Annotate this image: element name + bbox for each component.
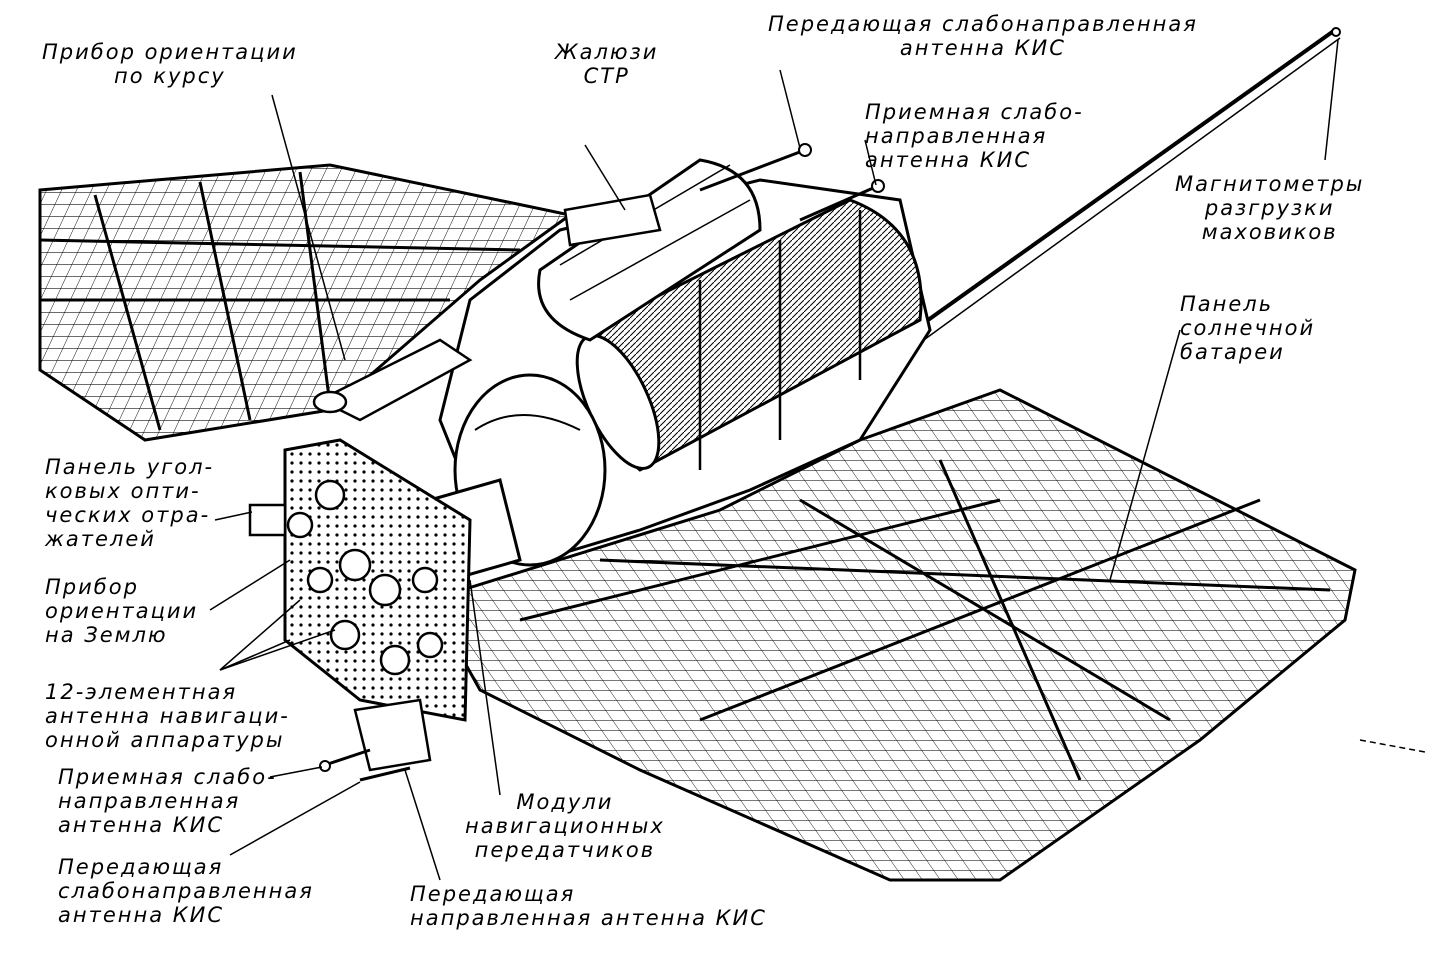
front-panel: [248, 438, 472, 782]
label-line: Панель: [1180, 292, 1274, 316]
label-line: Прибор ориентации: [42, 40, 298, 64]
label-line: антенна КИС: [899, 36, 1066, 60]
label-line: Передающая: [410, 882, 576, 906]
label-magnetometers: Магнитометры разгрузки маховиков: [1175, 172, 1364, 244]
right-solar-panel: [427, 388, 1357, 882]
label-line: маховиков: [1201, 220, 1338, 244]
left-solar-panel: [38, 163, 574, 442]
label-line: направленная: [865, 124, 1048, 148]
label-line: Прибор: [45, 575, 139, 599]
label-line: антенна навигаци-: [45, 704, 290, 728]
label-line: на Землю: [45, 623, 168, 647]
label-line: слабонаправленная: [58, 879, 314, 903]
magnetometer-boom: [898, 27, 1341, 351]
label-line: 12-элементная: [45, 680, 238, 704]
label-line: Приемная слабо-: [58, 765, 277, 789]
label-line: Приемная слабо-: [865, 100, 1084, 124]
label-nav-antenna: 12-элементная антенна навигаци- онной ап…: [45, 680, 290, 752]
label-line: Передающая: [58, 855, 224, 879]
label-line: антенна КИС: [865, 148, 1032, 172]
label-nav-transmitters: Модули навигационных передатчиков: [465, 790, 665, 862]
satellite-body: [312, 143, 932, 582]
label-line: антенна КИС: [58, 813, 225, 837]
label-corner-reflectors: Панель угол- ковых опти- ческих отра- жа…: [45, 455, 214, 551]
label-line: солнечной: [1180, 316, 1316, 340]
label-heading-sensor: Прибор ориентации по курсу: [42, 40, 298, 88]
label-solar-panel: Панель солнечной батареи: [1180, 292, 1315, 364]
label-line: Жалюзи: [555, 40, 659, 64]
label-line: ческих отра-: [45, 503, 211, 527]
label-line: Магнитометры: [1175, 172, 1365, 196]
label-line: онной аппаратуры: [45, 728, 285, 752]
label-line: Панель угол-: [45, 455, 215, 479]
label-tx-low-gain-antenna-top: Передающая слабонаправленная антенна КИС: [768, 12, 1198, 60]
label-rx-low-gain-antenna-bottom: Приемная слабо- направленная антенна КИС: [58, 765, 277, 837]
label-line: по курсу: [114, 64, 226, 88]
label-line: ориентации: [45, 599, 199, 623]
label-line: Модули: [516, 790, 614, 814]
label-line: жателей: [45, 527, 156, 551]
label-line: навигационных: [465, 814, 665, 838]
label-line: батареи: [1180, 340, 1285, 364]
label-earth-sensor: Прибор ориентации на Землю: [45, 575, 198, 647]
leader-lines: [209, 39, 1426, 881]
label-line: передатчиков: [474, 838, 656, 862]
label-tx-directional-antenna: Передающая направленная антенна КИС: [410, 882, 767, 930]
label-line: СТР: [583, 64, 630, 88]
label-line: антенна КИС: [58, 903, 225, 927]
label-line: направленная антенна КИС: [410, 906, 767, 930]
label-line: направленная: [58, 789, 241, 813]
label-line: разгрузки: [1204, 196, 1335, 220]
label-str-louvers: Жалюзи СТР: [555, 40, 658, 88]
label-rx-low-gain-antenna-top: Приемная слабо- направленная антенна КИС: [865, 100, 1084, 172]
label-line: ковых опти-: [45, 479, 201, 503]
label-line: Передающая слабонаправленная: [768, 12, 1198, 36]
label-tx-low-gain-antenna-bottom: Передающая слабонаправленная антенна КИС: [58, 855, 314, 927]
